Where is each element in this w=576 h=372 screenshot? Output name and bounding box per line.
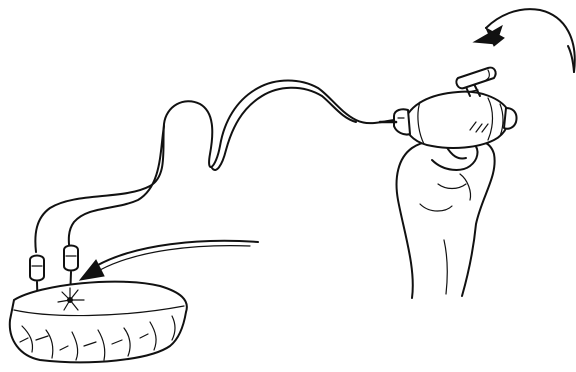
curved-arrow-left-icon	[80, 241, 258, 280]
hand-icon	[397, 141, 495, 298]
tissue-block-icon	[10, 282, 187, 363]
hand-crank-generator-icon	[394, 68, 517, 148]
electrode-cable-icon	[35, 81, 396, 253]
curved-arrow-counterclockwise-icon	[474, 9, 575, 72]
